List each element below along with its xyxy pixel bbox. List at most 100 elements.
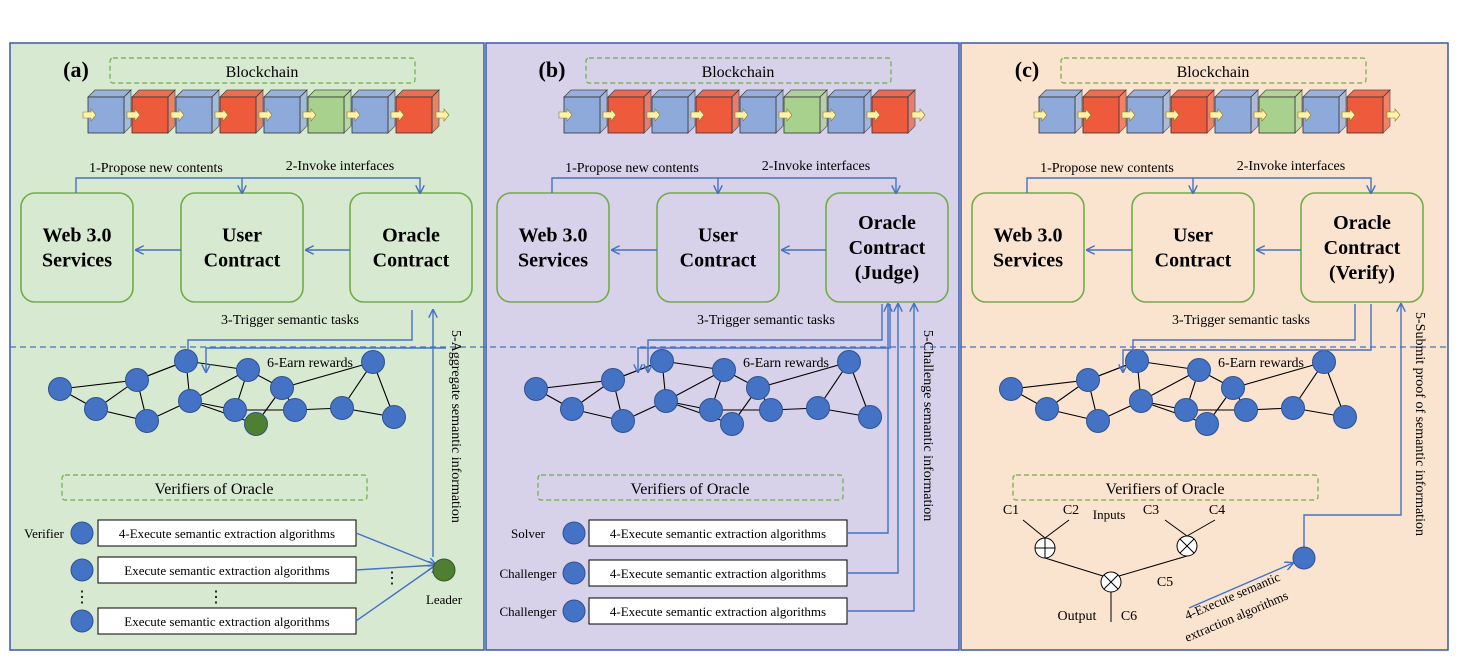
verifier-node (48, 377, 72, 401)
block-link-arrow (1165, 108, 1180, 122)
web3-services-label: Web 3.0 (43, 225, 112, 247)
verifier-node (178, 389, 202, 413)
user-contract-label: Contract (204, 250, 281, 272)
verifier-node (1195, 412, 1219, 436)
arrow-submit-result (847, 304, 914, 612)
circuit-wire (1044, 519, 1070, 539)
circuit-input-c4: C4 (1209, 503, 1225, 518)
block-link-arrow (1121, 108, 1136, 122)
arrow-invoke-interfaces (242, 177, 420, 193)
verifiers-label-box (61, 474, 368, 501)
verifier-node (1035, 397, 1059, 421)
block-link-arrow (558, 108, 573, 122)
vertical-ellipsis: ⋮ (74, 589, 90, 606)
role-label: Verifier (24, 526, 64, 541)
verifier-node (1125, 349, 1149, 373)
user-contract-label: User (1173, 225, 1213, 247)
step6-label: 6-Earn rewards (743, 356, 829, 371)
arrow-propose-contents (75, 177, 242, 193)
verifier-node (84, 397, 108, 421)
verifier-node (611, 409, 635, 433)
verifier-node (174, 349, 198, 373)
verifiers-label-box (1012, 474, 1319, 501)
verifiers-label: Verifiers of Oracle (1105, 481, 1224, 498)
verifier-node (70, 521, 94, 545)
arrow-submit-proof (1303, 304, 1401, 557)
verifier-node (562, 521, 586, 545)
verifier-node (70, 609, 94, 633)
block-link-arrow (302, 108, 317, 122)
step3-label: 3-Trigger semantic tasks (1172, 313, 1310, 328)
blockchain-label: Blockchain (1177, 64, 1250, 81)
block-side (167, 89, 176, 134)
arrow-earn-rewards (638, 304, 891, 372)
verifier-node (806, 396, 830, 420)
block-side (863, 89, 872, 134)
vertical-ellipsis: ⋮ (208, 589, 224, 606)
verifier-node (283, 398, 307, 422)
block-link-arrow (1297, 108, 1312, 122)
block-link-arrow (1209, 108, 1224, 122)
arrow-earn-rewards (206, 347, 446, 372)
verifier-node (720, 412, 744, 436)
block-side (643, 89, 652, 134)
circuit-wire (1118, 555, 1188, 577)
user-contract-label: Contract (1155, 250, 1232, 272)
verifier-node (712, 358, 736, 382)
blockchain-blocks (82, 89, 450, 134)
block-side (211, 89, 220, 134)
verifier-node (560, 397, 584, 421)
leader-node (432, 558, 456, 582)
network-link (281, 361, 374, 389)
task-label: 4-Execute semantic extraction algorithms (119, 526, 335, 541)
block-side (343, 89, 352, 134)
web3-services-label: Services (518, 250, 588, 272)
verifier-network (999, 349, 1357, 436)
block-blue (87, 96, 125, 134)
arrow-trigger-tasks (188, 310, 413, 372)
panel-letter: (a) (63, 57, 89, 82)
arrow-submit-result (847, 304, 888, 534)
verifier-node (1129, 389, 1153, 413)
oracle-contract-label: (Verify) (1329, 262, 1395, 284)
block-link-arrow (734, 108, 749, 122)
verifier-node (746, 376, 770, 400)
block-link-arrow (82, 108, 97, 122)
arrow-propose-contents (551, 177, 718, 193)
verifier-node (524, 377, 548, 401)
web3-services-box (971, 192, 1085, 303)
circuit-input-c3: C3 (1143, 503, 1159, 518)
block-side (1250, 89, 1259, 134)
block-side (1294, 89, 1303, 134)
web3-services-box (20, 192, 134, 303)
leader-node (244, 412, 268, 436)
verifier-node (562, 561, 586, 585)
task-box (588, 597, 848, 625)
block-link-arrow (390, 108, 405, 122)
circuit-wire (1164, 519, 1188, 537)
circuit-node-c5: C5 (1157, 575, 1173, 590)
block-link-arrow (646, 108, 661, 122)
oracle-contract-box (825, 192, 949, 303)
block-link-arrow (435, 108, 450, 122)
block-side (599, 89, 608, 134)
verifier-node (125, 368, 149, 392)
oracle-contract-label: Oracle (1333, 212, 1391, 234)
verifier-node (654, 389, 678, 413)
oracle-contract-label: Oracle (382, 225, 440, 247)
verifier-node (837, 350, 861, 374)
verifier-node (1221, 376, 1245, 400)
block-side (1338, 89, 1347, 134)
block-link-arrow (258, 108, 273, 122)
block-side (299, 89, 308, 134)
verifier-node (1312, 350, 1336, 374)
arrow-to-leader (355, 565, 436, 571)
step3-label: 3-Trigger semantic tasks (697, 313, 835, 328)
verifiers-label-box (537, 474, 844, 501)
role-label: Challenger (499, 604, 557, 619)
verifier-network (524, 349, 882, 436)
prover-node (1292, 546, 1316, 570)
verifier-node (382, 405, 406, 429)
verifiers-label: Verifiers of Oracle (154, 481, 273, 498)
